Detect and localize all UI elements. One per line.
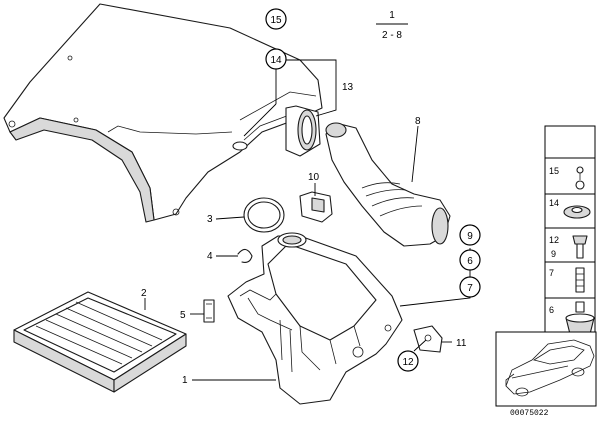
intake-cover: [3, 3, 323, 223]
svg-text:2 - 8: 2 - 8: [382, 30, 402, 41]
svg-text:7: 7: [549, 268, 554, 278]
svg-text:1: 1: [182, 375, 188, 386]
air-filter-housing: [227, 232, 403, 405]
svg-text:11: 11: [456, 338, 467, 349]
callout-6: 6: [459, 249, 481, 271]
filter-element: [13, 291, 187, 393]
svg-text:5: 5: [180, 310, 186, 321]
panel-row-14: 14: [549, 198, 591, 219]
callout-2: 2: [141, 288, 147, 299]
svg-text:9: 9: [467, 231, 473, 242]
callout-10: 10: [308, 172, 320, 183]
rubber-grommet: [299, 191, 333, 223]
svg-text:3: 3: [207, 214, 213, 225]
svg-text:12: 12: [402, 357, 414, 368]
svg-text:2: 2: [141, 288, 147, 299]
vehicle-thumbnail: [495, 331, 597, 407]
svg-text:6: 6: [467, 256, 473, 267]
diagram-reference-number: 00075022: [510, 409, 549, 418]
callout-3: 3: [207, 214, 213, 225]
svg-text:14: 14: [549, 198, 559, 208]
leader-lines: [144, 59, 471, 381]
callout-5: 5: [180, 310, 186, 321]
svg-text:14: 14: [270, 55, 282, 66]
callout-1: 1: [182, 375, 188, 386]
callout-9: 9: [459, 224, 481, 246]
seal-ring: [243, 197, 285, 233]
svg-text:15: 15: [549, 166, 559, 176]
callout-7: 7: [459, 276, 481, 298]
intake-hose: [325, 122, 451, 247]
panel-row-15: 15: [549, 166, 585, 190]
side-panel: 15 14 12 9 7 6: [544, 125, 596, 351]
panel-row-7: 7: [549, 267, 585, 293]
callout-4: 4: [207, 251, 213, 262]
panel-row-12-9: 12 9: [549, 235, 588, 259]
svg-text:8: 8: [415, 116, 421, 127]
callout-8: 8: [415, 116, 421, 127]
hose-clip: [237, 248, 253, 263]
svg-text:12: 12: [549, 235, 559, 245]
svg-text:15: 15: [270, 15, 282, 26]
svg-text:10: 10: [308, 172, 320, 183]
callout-15: 15: [265, 8, 287, 30]
retaining-clamp: [203, 299, 215, 323]
svg-text:4: 4: [207, 251, 213, 262]
svg-text:7: 7: [467, 283, 473, 294]
callout-12: 12: [397, 350, 419, 372]
svg-text:1: 1: [389, 10, 395, 21]
svg-text:9: 9: [551, 249, 556, 259]
callout-13: 13: [342, 82, 354, 93]
callout-11: 11: [456, 338, 467, 349]
svg-text:13: 13: [342, 82, 354, 93]
fraction-note: 1 2 - 8: [376, 10, 408, 41]
callout-14: 14: [265, 48, 287, 70]
svg-text:6: 6: [549, 305, 554, 315]
mounting-bracket: [413, 325, 443, 353]
